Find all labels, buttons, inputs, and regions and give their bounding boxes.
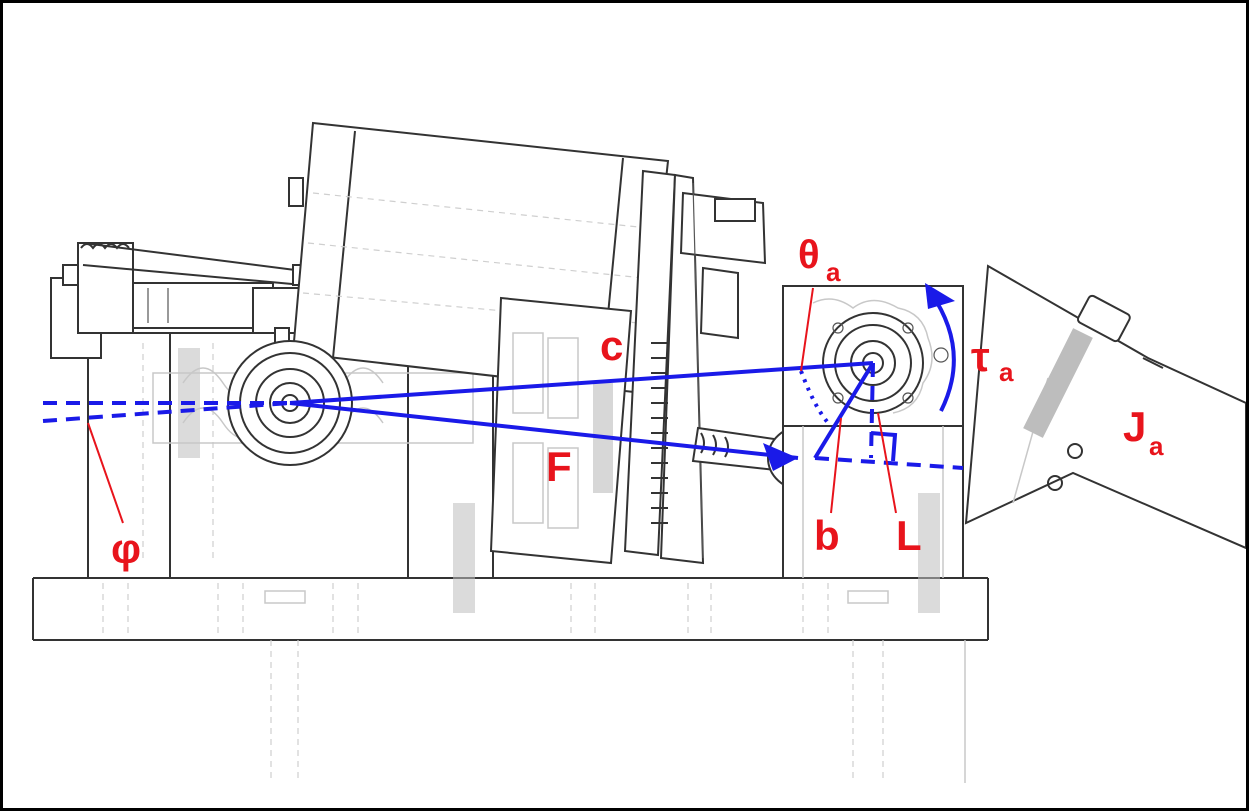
force-arrowhead xyxy=(763,443,798,471)
right-angle-mark xyxy=(870,431,898,462)
base-plate xyxy=(32,577,989,783)
swing-arm xyxy=(964,264,1246,550)
tau-arrowhead xyxy=(925,283,955,309)
lever-L xyxy=(869,362,875,459)
label-F: F xyxy=(546,443,572,490)
reference-axis-lower xyxy=(42,401,291,423)
left-gear-motor xyxy=(50,242,326,359)
baseline-dash xyxy=(814,456,964,470)
label-b: b xyxy=(814,512,840,559)
label-tau-sub: a xyxy=(999,357,1014,387)
L-leader xyxy=(877,412,897,514)
label-theta-sub: a xyxy=(826,257,841,287)
theta-leader xyxy=(800,287,814,372)
motor-flange xyxy=(623,169,767,565)
force-line-F xyxy=(289,401,799,460)
tau-arc xyxy=(929,291,956,412)
b-leader xyxy=(830,417,842,514)
kinematic-overlay xyxy=(42,283,964,471)
crank-b xyxy=(813,361,875,460)
label-leaders xyxy=(87,287,897,524)
label-phi: φ xyxy=(111,525,141,572)
labels: θ a c τ a J a F b L φ xyxy=(111,233,1164,572)
label-c: c xyxy=(600,322,623,369)
label-tau: τ xyxy=(971,333,990,380)
pulley-teeth xyxy=(651,342,668,524)
joint-block xyxy=(782,285,964,613)
line-c xyxy=(289,361,874,405)
phi-leader xyxy=(87,422,124,524)
diagram-canvas: θ a c τ a J a F b L φ xyxy=(32,121,1246,783)
theta-arc xyxy=(799,370,833,428)
label-J-sub: a xyxy=(1149,431,1164,461)
label-L: L xyxy=(896,512,922,559)
label-theta: θ xyxy=(798,233,820,277)
label-J: J xyxy=(1123,403,1146,450)
